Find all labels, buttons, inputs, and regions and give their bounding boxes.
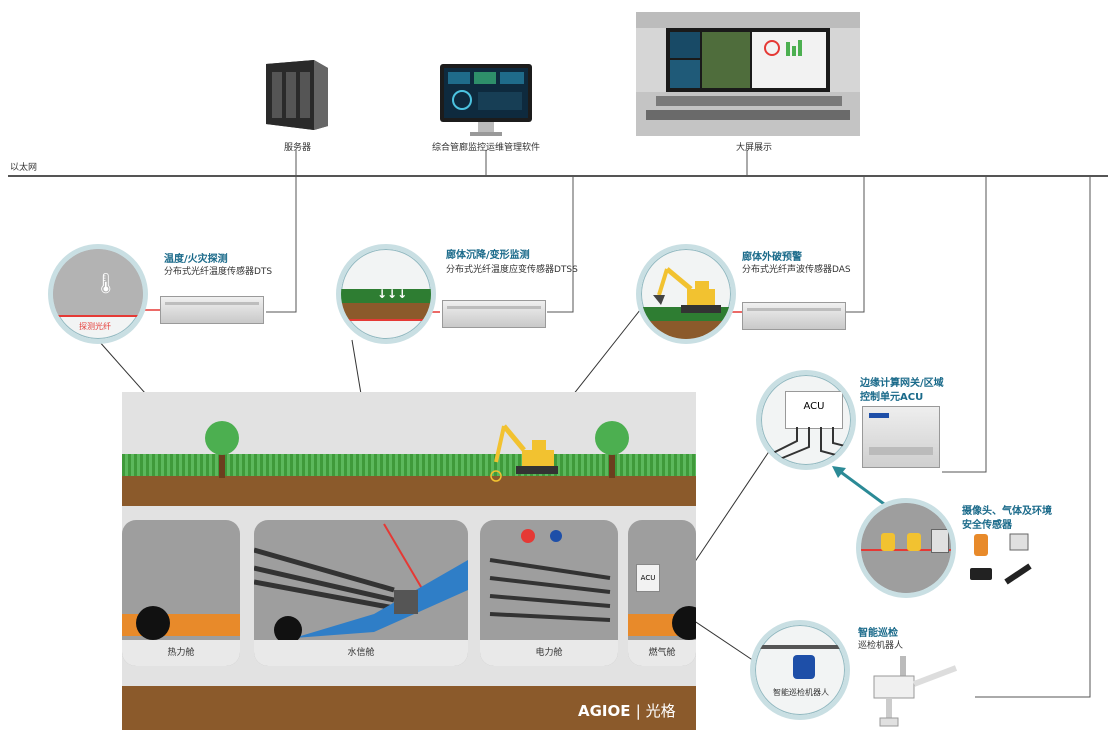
env-devices-image: [970, 533, 1032, 585]
dts-link: [266, 176, 297, 313]
dts-subtitle: 分布式光纤温度传感器DTS: [164, 267, 273, 277]
acu-title-line1: 边缘计算网关/区域: [860, 378, 944, 389]
robot-device-image: [873, 656, 958, 727]
gas-detector-icon: [907, 533, 921, 551]
dts-circle: 🌡 探测光纤: [48, 244, 148, 344]
sensor-panel-icon: [931, 529, 949, 553]
env-title-line1: 摄像头、气体及环境: [962, 506, 1052, 517]
ethernet-label: 以太网: [10, 163, 38, 173]
robot-circle: 智能巡检机器人: [750, 620, 850, 720]
acu-leader: [685, 449, 771, 576]
dtss-device: [442, 300, 546, 328]
acu-box-small: ACU: [636, 564, 660, 592]
gas-detector-icon: [881, 533, 895, 551]
robot-title: 智能巡检: [858, 628, 898, 639]
acu-cabinet-image: [862, 406, 940, 468]
acu-box: ACU: [785, 391, 843, 429]
robot-circle-label: 智能巡检机器人: [773, 688, 829, 697]
das-circle: [636, 244, 736, 344]
software-label: 综合管廊监控运维管理软件: [432, 143, 541, 153]
env-title-line2: 安全传感器: [962, 520, 1012, 531]
camera-icon: [970, 568, 992, 580]
probe-icon: [1004, 563, 1032, 585]
gas-sensor-icon: [974, 534, 988, 556]
tunnel-scene: 热力舱 水信舱 电力舱 ACU 燃气舱: [122, 392, 696, 730]
brand-logo-text: AGIOE: [578, 702, 631, 720]
bottom-soil: [122, 686, 696, 730]
power-cabin-label: 电力舱: [480, 640, 618, 666]
brand-logo: AGIOE | 光格: [578, 702, 676, 720]
tree-icon: [595, 421, 629, 478]
heat-cabin-label: 热力舱: [122, 640, 240, 666]
dts-device: [160, 296, 264, 324]
robot-subtitle: 巡检机器人: [858, 641, 904, 651]
power-cabin: 电力舱: [480, 520, 618, 666]
gas-cabin-label: 燃气舱: [628, 640, 696, 666]
acu-link: [942, 176, 987, 473]
server-label: 服务器: [284, 143, 312, 153]
water-cabin: 水信舱: [254, 520, 468, 666]
excavator-icon: [490, 424, 558, 482]
settlement-arrows-icon: ↓↓↓: [377, 287, 408, 301]
heat-cabin: 热力舱: [122, 520, 240, 666]
acu-circle: ACU: [756, 370, 856, 470]
tree-icon: [205, 421, 239, 478]
server-image: [262, 58, 330, 130]
acu-title-line2: 控制单元ACU: [860, 392, 924, 403]
dts-title: 温度/火灾探测: [164, 254, 228, 265]
robot-link: [975, 176, 1091, 698]
das-subtitle: 分布式光纤声波传感器DAS: [742, 265, 851, 275]
control-room-image: [636, 12, 860, 136]
dtss-link: [547, 176, 574, 313]
das-device: [742, 302, 846, 330]
soil-layer: [122, 476, 696, 506]
thermometer-icon: 🌡: [93, 271, 119, 295]
dtss-subtitle: 分布式光纤温度应变传感器DTSS: [446, 265, 578, 275]
brand-cn-text: 光格: [645, 702, 676, 720]
das-title: 廊体外破预警: [742, 252, 802, 263]
dtss-circle: ↓↓↓: [336, 244, 436, 344]
robot-icon: [793, 655, 815, 679]
das-link: [846, 176, 865, 313]
dts-circle-label: 探测光纤: [79, 322, 111, 331]
gas-cabin: ACU 燃气舱: [628, 520, 696, 666]
monitor-image: [438, 62, 534, 138]
dtss-title: 廊体沉降/变形监测: [446, 250, 530, 261]
arrow-head-icon: [832, 466, 846, 478]
excavator-icon: [653, 267, 721, 313]
bigscreen-label: 大屏展示: [736, 143, 773, 153]
humidity-sensor-icon: [1009, 533, 1029, 551]
env-circle: [856, 498, 956, 598]
water-cabin-label: 水信舱: [254, 640, 468, 666]
